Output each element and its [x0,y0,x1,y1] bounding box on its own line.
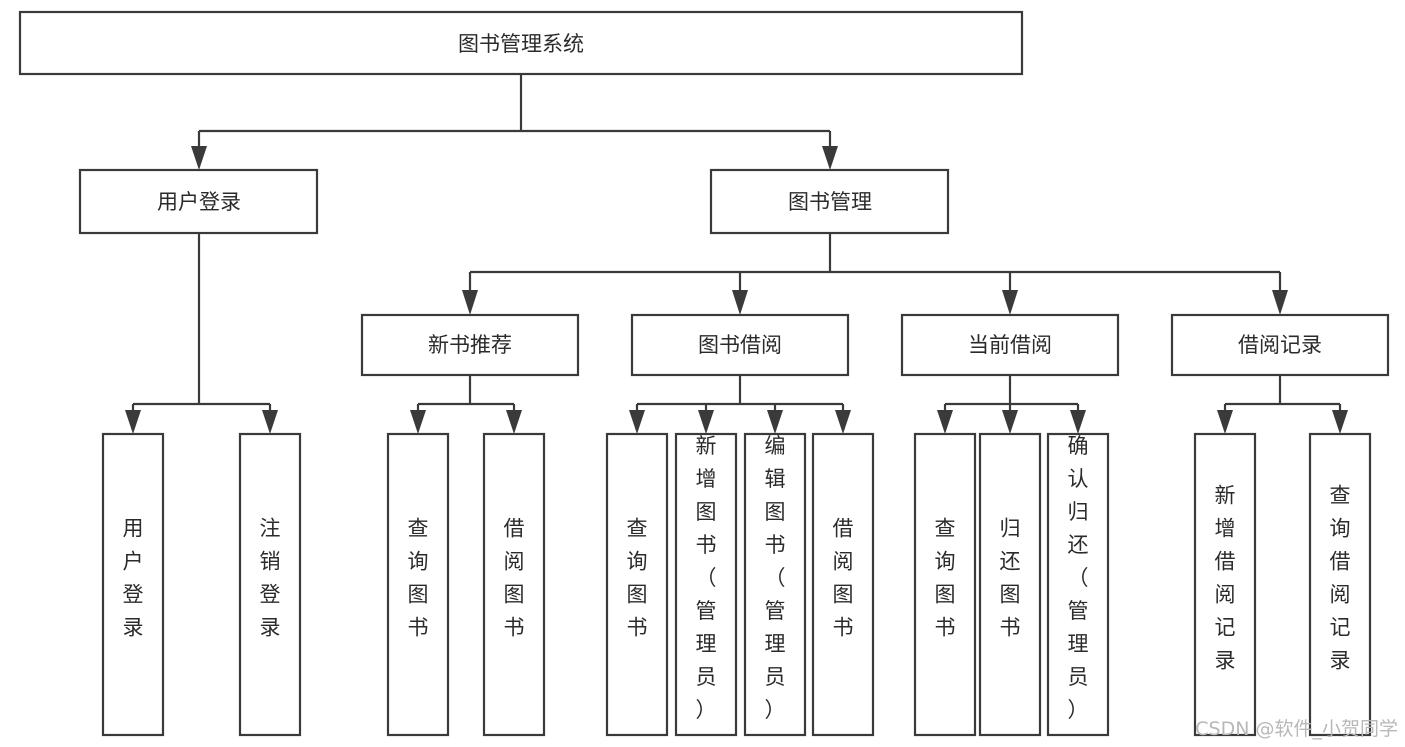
node-new-book-recommend-label: 新书推荐 [428,333,512,357]
leaf-user-login[interactable]: 用户登录 [101,432,165,737]
leaf-query-book-3-box[interactable] [913,432,977,737]
leaf-add-record[interactable]: 新增借阅记录 [1193,432,1257,737]
leaf-borrow-book-1-box[interactable] [482,432,546,737]
arrow-br-leaf-1 [1217,410,1233,434]
node-root-label: 图书管理系统 [458,32,584,56]
arrow-bb-leaf-2 [698,410,714,434]
node-book-borrow-box[interactable] [630,313,850,377]
leaf-query-record[interactable]: 查询借阅记录 [1308,432,1372,737]
node-borrow-record-label: 借阅记录 [1238,333,1322,357]
connector-group-current-borrow [937,375,1086,434]
leaf-query-book-3[interactable]: 查询图书 [913,432,977,737]
arrow-nbr-leaf-2 [506,410,522,434]
leaf-add-book-label: 新增图书（管理员） [696,434,717,722]
leaf-edit-book-box[interactable] [743,432,807,737]
leaf-add-book-box[interactable] [674,432,738,737]
leaf-query-book-3-label: 查询图书 [935,517,956,640]
leaf-query-book-2[interactable]: 查询图书 [605,432,669,737]
leaf-query-book-1-label: 查询图书 [408,517,429,640]
leaf-user-login-label: 用户登录 [123,517,144,640]
leaf-logout-login-box[interactable] [238,432,302,737]
arrow-root-to-book-manage [822,146,838,170]
leaf-confirm-return[interactable]: 确认归还（管理员） [1046,432,1110,737]
leaf-query-book-1[interactable]: 查询图书 [386,432,450,737]
connector-group-new-book-recommend [410,375,522,434]
arrow-cb-leaf-1 [937,410,953,434]
arrow-root-to-user-login [191,146,207,170]
leaf-logout-login-label: 注销登录 [260,517,281,640]
arrow-cb-leaf-3 [1070,410,1086,434]
connector-group-book-manage [462,233,1288,315]
node-user-login-box[interactable] [78,168,319,235]
connector-group-borrow-record [1217,375,1348,434]
node-book-manage-box[interactable] [709,168,950,235]
arrow-bm-borrow-record [1272,290,1288,315]
node-book-manage[interactable]: 图书管理 [709,168,950,235]
node-book-manage-label: 图书管理 [788,190,872,214]
arrow-bb-leaf-4 [835,410,851,434]
node-current-borrow-box[interactable] [900,313,1120,377]
connector-group-user-login [125,233,278,434]
leaf-borrow-book-2[interactable]: 借阅图书 [811,432,875,737]
node-root-box[interactable] [18,10,1024,76]
node-current-borrow-label: 当前借阅 [968,333,1052,357]
arrow-ul-leaf-1 [125,410,141,434]
csdn-watermark: CSDN @软件_小贺同学 [1195,718,1398,740]
node-new-book-recommend[interactable]: 新书推荐 [360,313,580,377]
leaf-add-record-box[interactable] [1193,432,1257,737]
arrow-bm-book-borrow [732,290,748,315]
leaf-query-book-2-box[interactable] [605,432,669,737]
node-borrow-record[interactable]: 借阅记录 [1170,313,1390,377]
leaf-return-book-box[interactable] [978,432,1042,737]
leaf-return-book-label: 归还图书 [1000,517,1021,640]
leaf-confirm-return-box[interactable] [1046,432,1110,737]
arrow-cb-leaf-2 [1002,410,1018,434]
leaf-edit-book[interactable]: 编辑图书（管理员） [743,432,807,737]
arrow-nbr-leaf-1 [410,410,426,434]
leaf-query-record-box[interactable] [1308,432,1372,737]
leaf-query-record-label: 查询借阅记录 [1330,484,1351,673]
node-new-book-recommend-box[interactable] [360,313,580,377]
arrow-ul-leaf-2 [262,410,278,434]
node-user-login-label: 用户登录 [157,190,241,214]
node-book-borrow[interactable]: 图书借阅 [630,313,850,377]
connector-group-root [191,74,838,170]
arrow-bb-leaf-1 [629,410,645,434]
leaf-edit-book-label: 编辑图书（管理员） [765,434,786,722]
leaf-user-login-box[interactable] [101,432,165,737]
arrow-br-leaf-2 [1332,410,1348,434]
leaf-borrow-book-1[interactable]: 借阅图书 [482,432,546,737]
leaf-add-book[interactable]: 新增图书（管理员） [674,432,738,737]
leaf-add-record-label: 新增借阅记录 [1215,484,1236,673]
node-current-borrow[interactable]: 当前借阅 [900,313,1120,377]
leaf-borrow-book-2-box[interactable] [811,432,875,737]
leaf-query-book-1-box[interactable] [386,432,450,737]
node-root[interactable]: 图书管理系统 [18,10,1024,76]
arrow-bm-new-book [462,290,478,315]
leaf-borrow-book-2-label: 借阅图书 [833,517,854,640]
node-user-login[interactable]: 用户登录 [78,168,319,235]
node-borrow-record-box[interactable] [1170,313,1390,377]
connector-group-book-borrow [629,375,851,434]
leaf-logout-login[interactable]: 注销登录 [238,432,302,737]
arrow-bb-leaf-3 [767,410,783,434]
leaf-borrow-book-1-label: 借阅图书 [504,517,525,640]
arrow-bm-current-borrow [1002,290,1018,315]
node-book-borrow-label: 图书借阅 [698,333,782,357]
leaf-query-book-2-label: 查询图书 [627,517,648,640]
leaf-return-book[interactable]: 归还图书 [978,432,1042,737]
leaf-confirm-return-label: 确认归还（管理员） [1068,434,1089,722]
